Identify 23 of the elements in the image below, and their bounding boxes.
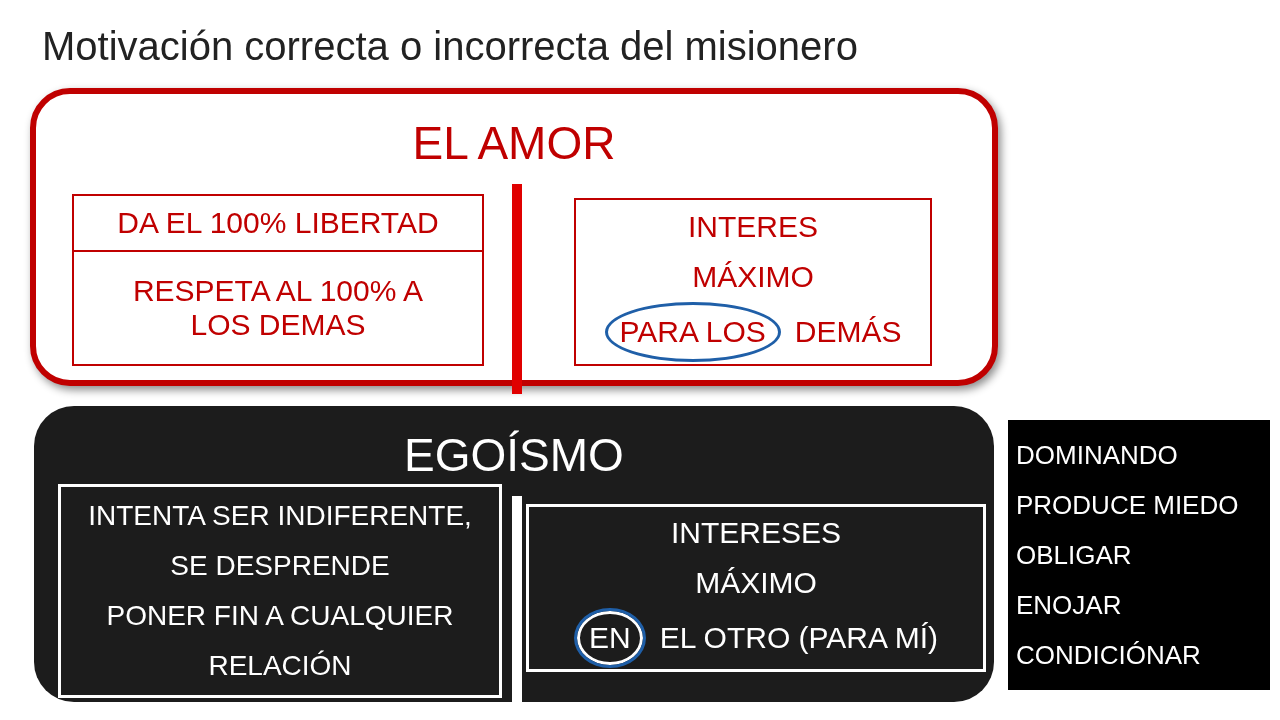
box-text: PONER FIN A CUALQUIER RELACIÓN: [105, 599, 455, 683]
list-item: DOMINANDO: [1016, 439, 1179, 472]
text-box: [58, 484, 502, 698]
text-box: [526, 504, 986, 672]
text-box: RESPETA AL 100% A LOS DEMAS: [72, 250, 484, 366]
list-item: CONDICIÓNAR: [1016, 639, 1202, 672]
list-item: PRODUCE MIEDO: [1016, 489, 1240, 522]
panel-heading: EL AMOR: [411, 116, 617, 170]
circled-words: PARA LOS: [604, 302, 781, 362]
box-text: EL OTRO (PARA MÍ): [659, 620, 939, 656]
list-item: OBLIGAR: [1016, 539, 1133, 572]
panel-heading: EGOÍSMO: [403, 428, 625, 482]
slide-title: Motivación correcta o incorrecta del misionero: [42, 24, 858, 69]
list-item: ENOJAR: [1016, 589, 1123, 622]
text-box: [1008, 420, 1270, 690]
circled-words: EN: [573, 608, 646, 668]
box-text: INTERESES MÁXIMO: [669, 515, 842, 601]
text-box: DA EL 100% LIBERTAD: [72, 194, 484, 252]
box-text: INTERES MÁXIMO: [687, 209, 819, 295]
text-box: [574, 198, 932, 366]
group-panel: [34, 406, 994, 702]
box-text: DEMÁS: [794, 314, 902, 350]
box-text: INTENTA SER INDIFERENTE, SE DESPRENDE: [87, 499, 473, 583]
